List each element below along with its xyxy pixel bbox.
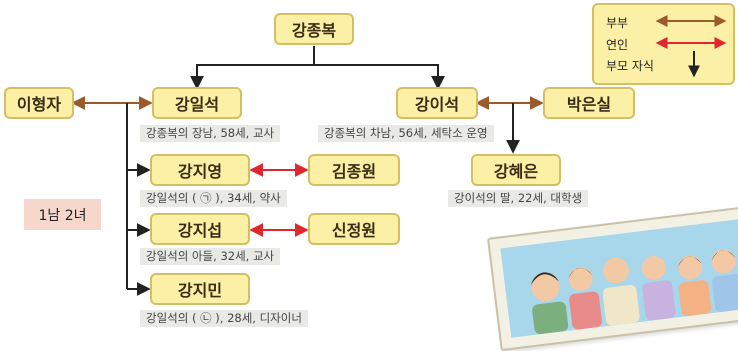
node-son2-spouse: 박은실 <box>543 87 635 119</box>
node-gc-hyeeun: 강혜은 <box>471 154 561 186</box>
desc-gc-jiseop: 강일석의 아들, 32세, 교사 <box>140 248 281 265</box>
node-gc-jimin: 강지민 <box>150 273 250 305</box>
family-faces-icon <box>500 219 738 338</box>
relation-lines <box>71 46 544 296</box>
node-son1: 강일석 <box>152 87 242 119</box>
legend-label-parent-child: 부모 자식 <box>606 59 654 73</box>
children-summary: 1남 2녀 <box>24 199 101 230</box>
desc-son2: 강종복의 차남, 56세, 세탁소 운영 <box>318 125 494 142</box>
node-root: 강종복 <box>274 13 354 45</box>
node-gc-jiseop: 강지섭 <box>150 213 250 245</box>
node-partner-jiseop: 신정원 <box>308 213 400 245</box>
node-gc-jiyoung: 강지영 <box>150 154 250 186</box>
legend-parent-child-arrow-icon <box>688 51 700 78</box>
legend-label-couple: 부부 <box>606 16 629 30</box>
parent-child-line <box>190 46 315 90</box>
node-son2: 강이석 <box>396 87 478 119</box>
legend: 부부 연인 부모 자식 <box>592 3 735 85</box>
desc-gc-jiyoung: 강일석의 ( ㉠ ), 34세, 약사 <box>140 190 287 207</box>
family-photo-illustration <box>487 205 738 351</box>
legend-lover-arrow-icon <box>655 37 727 49</box>
node-partner-jiyoung: 김종원 <box>308 154 400 186</box>
desc-son1: 강종복의 장남, 58세, 교사 <box>140 125 281 142</box>
legend-couple-arrow-icon <box>655 15 727 27</box>
desc-gc-hyeeun: 강이석의 딸, 22세, 대학생 <box>448 190 589 207</box>
node-son1-spouse: 이형자 <box>4 87 74 119</box>
parent-child-line <box>314 64 445 90</box>
desc-gc-jimin: 강일석의 ( ㉡ ), 28세, 디자이너 <box>140 310 308 327</box>
legend-label-lover: 연인 <box>606 38 629 52</box>
